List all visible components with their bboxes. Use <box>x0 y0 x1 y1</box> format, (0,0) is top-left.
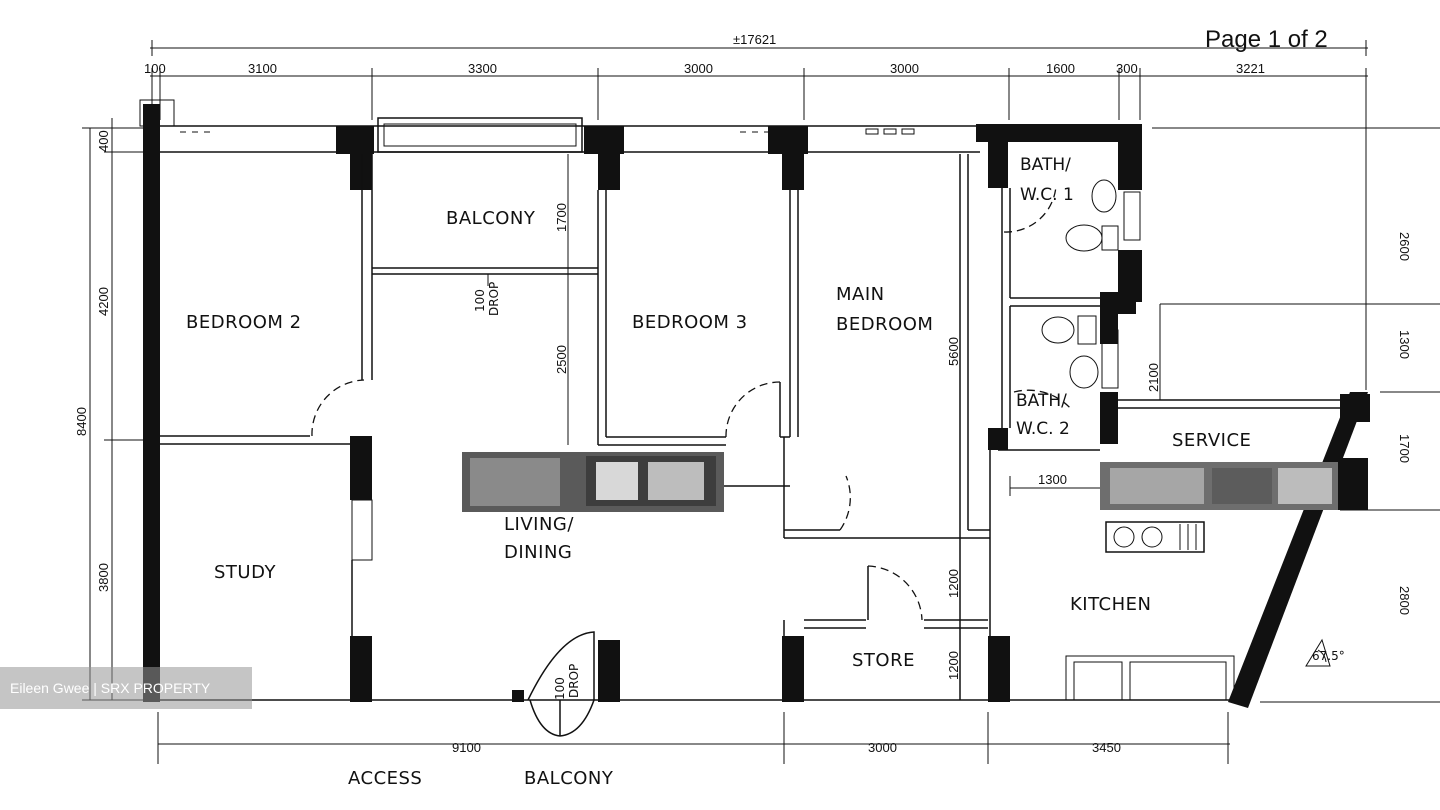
right-dim-2600: 2600 <box>1397 232 1412 261</box>
sanitary-fixtures <box>1041 179 1141 389</box>
right-dimensions: 2600 1300 1700 2800 <box>1152 127 1440 703</box>
room-label-bath1-1: BATH/ <box>1020 155 1071 175</box>
bottom-dim-3450: 3450 <box>1092 740 1121 755</box>
room-label-bath2-2: W.C. 2 <box>1016 419 1070 439</box>
interior-dimensions: 1700 2500 5600 2100 1300 1200 1200 <box>554 203 1161 680</box>
left-dim-8400: 8400 <box>74 407 89 436</box>
overall-dimension-label: ±17621 <box>733 32 776 47</box>
toilet-wc1 <box>1065 224 1103 252</box>
basin-wc2 <box>1069 355 1099 389</box>
left-dim-3800: 3800 <box>96 563 111 592</box>
store-lower-dim: 1200 <box>946 651 961 680</box>
top-dim-6: 1600 <box>1046 61 1075 76</box>
angle-label: 67.5° <box>1312 649 1345 663</box>
room-label-bath2-1: BATH/ <box>1016 391 1067 411</box>
room-label-bedroom3: BEDROOM 3 <box>632 312 748 333</box>
watermark: Eileen Gwee | SRX PROPERTY <box>0 667 252 709</box>
page-indicator: Page 1 of 2 <box>1205 26 1328 53</box>
bottom-dim-9100: 9100 <box>452 740 481 755</box>
room-label-main-bedroom-2: BEDROOM <box>836 314 933 335</box>
overall-dimension: ±17621 <box>150 32 1368 56</box>
main-bedroom-depth-dim: 5600 <box>946 337 961 366</box>
bottom-dimensions: 9100 3000 3450 <box>157 712 1230 764</box>
wc2-width-dim: 2100 <box>1146 363 1161 392</box>
top-dim-7: 300 <box>1116 61 1138 76</box>
room-label-store: STORE <box>852 650 915 671</box>
angle-marker: 67.5° <box>1305 638 1345 667</box>
top-dim-3: 3300 <box>468 61 497 76</box>
left-dim-4200: 4200 <box>96 287 111 316</box>
room-label-bedroom2: BEDROOM 2 <box>186 312 302 333</box>
toilet-wc2 <box>1041 316 1075 344</box>
drop-top-label: DROP <box>487 282 501 316</box>
bottom-dim-3000: 3000 <box>868 740 897 755</box>
drop-bottom-value: 100 <box>553 677 567 700</box>
balcony-depth-dim: 1700 <box>554 203 569 232</box>
living-depth-dim: 2500 <box>554 345 569 374</box>
top-dimensions: 100 3100 3300 3000 3000 1600 300 3221 <box>144 61 1368 390</box>
service-width-dim: 1300 <box>1038 472 1067 487</box>
drop-bottom-label: DROP <box>567 664 581 698</box>
room-label-living-2: DINING <box>504 542 572 563</box>
left-dimensions: 400 4200 8400 3800 <box>74 118 150 701</box>
outside-labels: ACCESS BALCONY <box>348 768 614 789</box>
basin-wc1 <box>1091 179 1117 213</box>
top-dim-1: 100 <box>144 61 166 76</box>
top-dim-8: 3221 <box>1236 61 1265 76</box>
room-label-service: SERVICE <box>1172 430 1251 451</box>
store-upper-dim: 1200 <box>946 569 961 598</box>
access-balcony-label: BALCONY <box>524 768 614 789</box>
access-label: ACCESS <box>348 768 422 789</box>
left-dim-400: 400 <box>96 130 111 152</box>
room-label-balcony: BALCONY <box>446 208 536 229</box>
room-label-kitchen: KITCHEN <box>1070 594 1152 615</box>
room-label-study: STUDY <box>214 562 276 583</box>
right-dim-2800: 2800 <box>1397 586 1412 615</box>
room-label-main-bedroom-1: MAIN <box>836 284 885 305</box>
drop-top-value: 100 <box>473 289 487 312</box>
cabinet-band <box>462 452 1338 512</box>
room-labels: BEDROOM 2 BALCONY BEDROOM 3 MAIN BEDROOM… <box>186 155 1251 671</box>
room-label-bath1-2: W.C. 1 <box>1020 185 1074 205</box>
right-dim-1300: 1300 <box>1397 330 1412 359</box>
top-dim-2: 3100 <box>248 61 277 76</box>
doors <box>311 185 1073 737</box>
top-dim-4: 3000 <box>684 61 713 76</box>
right-dim-1700: 1700 <box>1397 434 1412 463</box>
drop-notes: 100 DROP 100 DROP <box>473 274 581 700</box>
interior-walls <box>160 154 1340 701</box>
top-dim-5: 3000 <box>890 61 919 76</box>
exterior-walls <box>139 99 1370 708</box>
room-label-living-1: LIVING/ <box>504 514 574 535</box>
